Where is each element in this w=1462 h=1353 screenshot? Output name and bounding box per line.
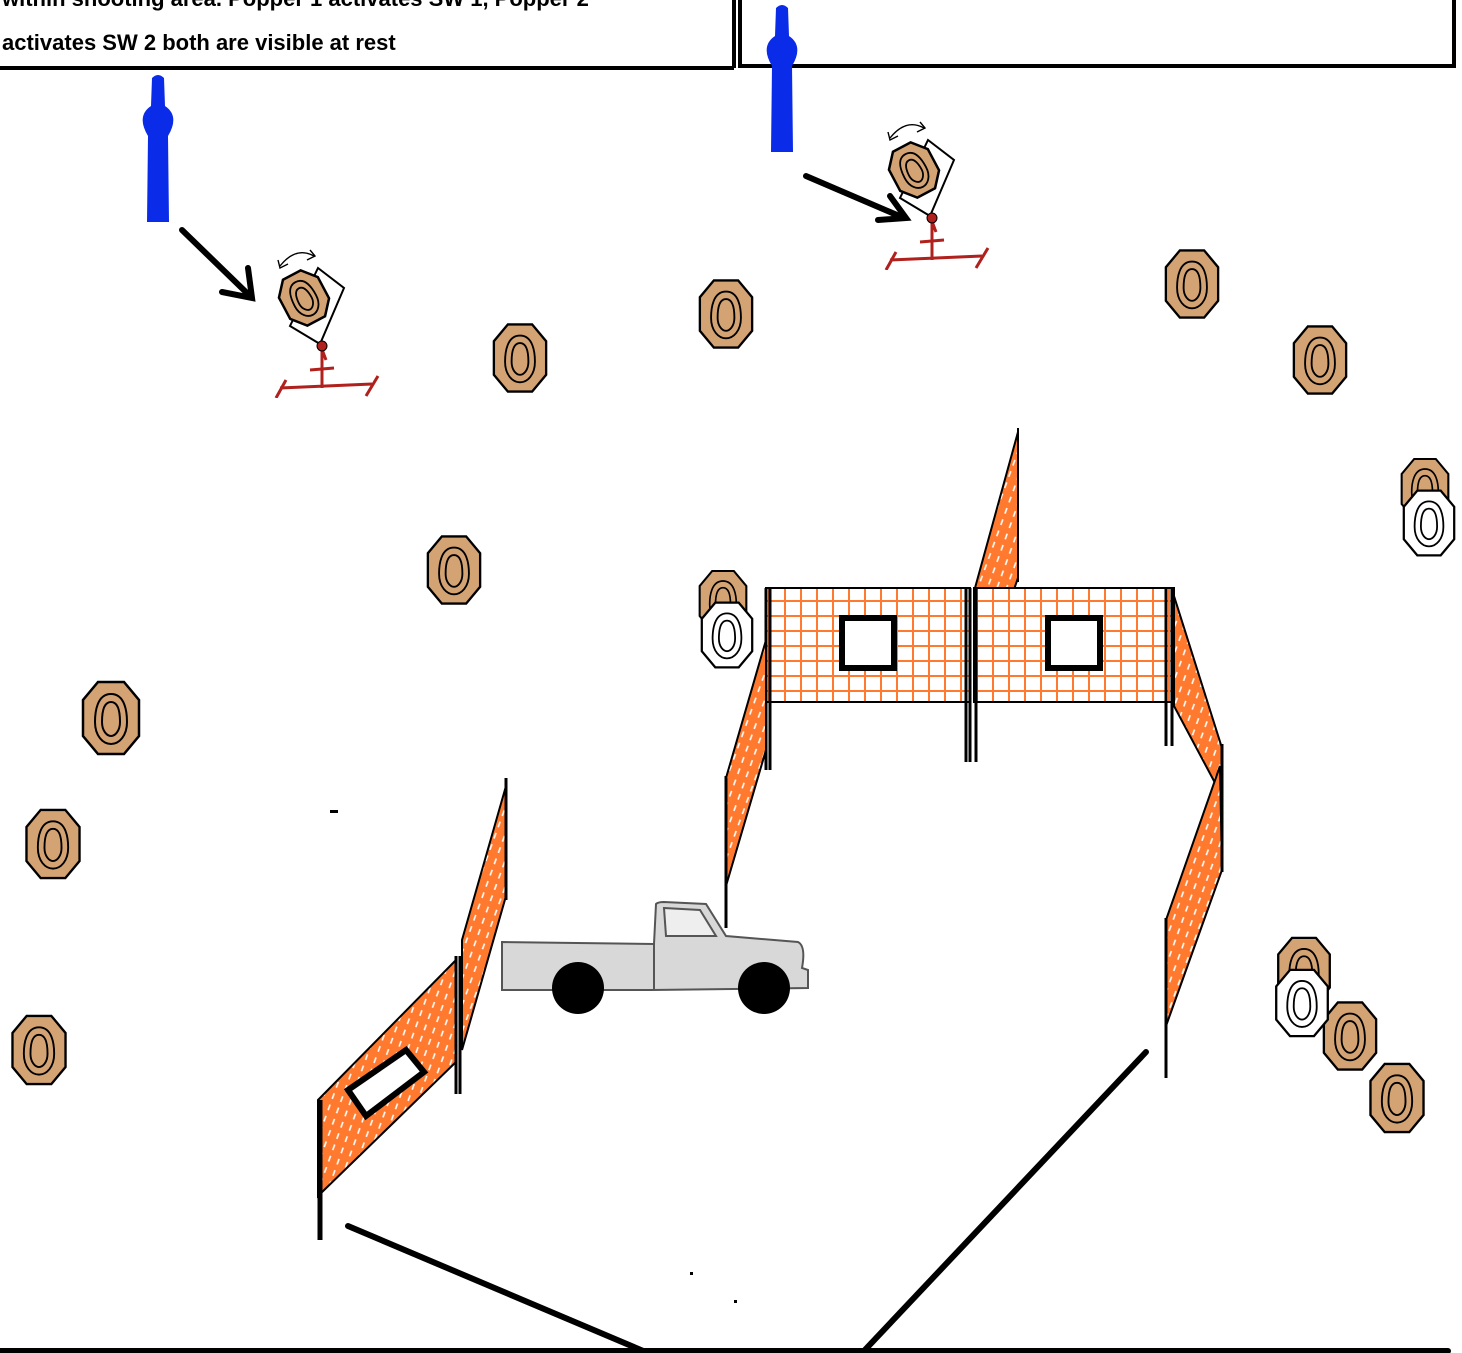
front-wall-right xyxy=(974,588,1174,762)
no-shoot-targets xyxy=(702,491,1454,1037)
paper-target-icon xyxy=(428,536,480,603)
paper-target-icon xyxy=(12,1016,65,1084)
swinger-icon xyxy=(272,250,378,398)
window-port-icon xyxy=(842,618,894,668)
no-shoot-icon xyxy=(702,603,752,668)
stage-description-box: within shooting area. Popper 1 activates… xyxy=(0,0,734,68)
arrow-icon xyxy=(806,176,906,220)
mesh-wall-icon xyxy=(318,956,460,1240)
popper-icon xyxy=(767,5,798,152)
paper-targets xyxy=(12,250,1448,1132)
paper-target-icon xyxy=(700,280,752,347)
popper-icon xyxy=(143,75,174,222)
arrow-icon xyxy=(182,230,252,298)
truck-icon xyxy=(502,902,808,1014)
mesh-wall-icon xyxy=(462,778,506,1050)
stage-note-line2: activates SW 2 both are visible at rest xyxy=(2,30,396,55)
no-shoot-icon xyxy=(1276,970,1328,1036)
secondary-box xyxy=(740,0,1456,68)
mesh-wall-icon xyxy=(1166,596,1222,1078)
paper-target-icon xyxy=(26,810,79,878)
paper-target-icon xyxy=(1294,326,1346,393)
paper-target-icon xyxy=(1370,1064,1423,1132)
mesh-wall-icon xyxy=(726,640,766,928)
no-shoot-icon xyxy=(1404,491,1454,556)
fault-lines xyxy=(0,1052,1448,1353)
window-port-icon xyxy=(1048,618,1100,668)
paper-target-icon xyxy=(494,324,546,391)
swinger-icon xyxy=(882,122,988,270)
stage-note-line1: within shooting area. Popper 1 activates… xyxy=(1,0,589,11)
paper-target-icon xyxy=(83,682,139,754)
paper-target-icon xyxy=(1166,250,1218,317)
paper-target-icon xyxy=(1324,1002,1376,1069)
front-wall-left xyxy=(766,588,970,770)
